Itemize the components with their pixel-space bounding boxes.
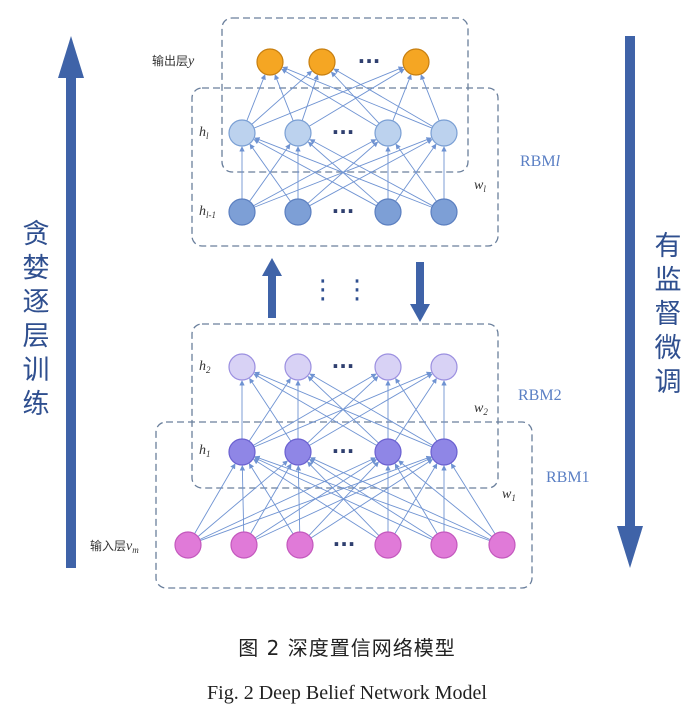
connection-edge (309, 139, 433, 207)
h1-node (374, 438, 402, 466)
connection-edge (251, 70, 313, 125)
h2-node (430, 353, 458, 381)
output-node (402, 48, 430, 76)
h1-label: h1 (199, 443, 211, 459)
connection-edge (249, 377, 292, 442)
hl-node (284, 119, 312, 147)
h1-node (228, 438, 256, 466)
connection-edge (246, 74, 266, 122)
rbml-box (191, 87, 499, 247)
output-node (256, 48, 284, 76)
connection-edge (309, 373, 433, 446)
supervised-finetuning-label: 有监督微调 (654, 231, 682, 398)
connection-edge (395, 143, 437, 202)
h1-node (284, 438, 312, 466)
hl-node (430, 119, 458, 147)
input-layer-label: 输入层vm (90, 538, 139, 555)
output-node (308, 48, 336, 76)
hl-node (228, 119, 256, 147)
connection-edge (254, 371, 433, 448)
connection-edge (199, 457, 377, 540)
connection-edge (253, 459, 378, 539)
rbm1-label: RBM1 (546, 469, 590, 486)
input-ellipsis: ··· (333, 532, 356, 556)
connection-edge (249, 143, 291, 202)
h2-label: h2 (199, 359, 211, 375)
connection-edge (394, 463, 438, 535)
h2-node (284, 353, 312, 381)
input-node (286, 531, 314, 559)
connection-edge (274, 74, 294, 122)
weight-wl: wl (474, 178, 486, 194)
connection-edge (395, 143, 437, 202)
vertical-dots: ⋮ ⋮ (310, 275, 370, 305)
hl-label: hl (199, 125, 209, 141)
connection-edge (194, 463, 236, 534)
input-node (430, 531, 458, 559)
connection-edge (239, 465, 246, 533)
connection-edge (307, 375, 379, 444)
output-layer-label: 输出层y (152, 53, 195, 69)
connection-edge (253, 373, 377, 446)
connection-edge (301, 74, 319, 121)
connection-edge (395, 377, 438, 442)
output-box (221, 17, 469, 173)
connection-edge (282, 66, 433, 129)
connection-edge (254, 137, 433, 208)
rbm-l-label: RBMl (520, 153, 561, 170)
dbn-svg: ⋮ ⋮ ··· ··· ··· ··· ··· ··· 输出层y hl hl-1 h2 h… (58, 17, 643, 589)
dbn-diagram: ⋮ ⋮ ··· ··· ··· ··· ··· ··· 输出层y hl hl-1 h2 h… (58, 17, 643, 589)
connection-edge (450, 463, 496, 535)
connection-edge (253, 139, 377, 207)
middle-up-arrow (262, 258, 282, 318)
connection-edge (420, 74, 440, 122)
hl-node (374, 119, 402, 147)
weight-w1: w1 (502, 487, 516, 503)
h1-ellipsis: ··· (332, 439, 355, 463)
hl1-ellipsis: ··· (332, 199, 355, 223)
output-ellipsis: ··· (358, 49, 381, 73)
connection-edge (398, 460, 493, 538)
rbm1-box (155, 421, 533, 589)
connection-edge (392, 74, 412, 122)
caption-english: Fig. 2 Deep Belief Network Model (207, 682, 487, 704)
hl-ellipsis: ··· (332, 120, 355, 144)
h2-node (228, 353, 256, 381)
connection-edge (295, 465, 302, 533)
hl1-node (374, 198, 402, 226)
h2-ellipsis: ··· (332, 354, 355, 378)
rbm2-box (191, 323, 499, 489)
input-node (488, 531, 516, 559)
weight-w2: w2 (474, 401, 488, 417)
nodes: ··· ··· ··· ··· ··· ··· (174, 48, 516, 559)
h1-node (430, 438, 458, 466)
greedy-layerwise-training-label: 贪婪逐层训练 (22, 219, 50, 420)
hl1-node (284, 198, 312, 226)
connection-edge (330, 71, 380, 124)
h2-node (374, 353, 402, 381)
hl1-node (430, 198, 458, 226)
connection-edge (333, 68, 433, 127)
connection-edge (248, 463, 294, 535)
connection-edge (249, 143, 291, 202)
input-node (374, 531, 402, 559)
up-arrow-left (58, 36, 84, 568)
hl-1-label: hl-1 (199, 204, 216, 220)
connection-edge (253, 457, 433, 540)
connection-edge (394, 377, 437, 442)
rbm2-label: RBM2 (518, 387, 562, 404)
connection-edge (254, 455, 490, 542)
input-node (174, 531, 202, 559)
connection-edge (309, 457, 491, 541)
hl1-node (228, 198, 256, 226)
edges (194, 66, 496, 542)
caption-chinese: 图 2 深度置信网络模型 (238, 636, 456, 660)
connection-edge (248, 377, 291, 442)
down-arrow-right (617, 36, 643, 568)
input-node (230, 531, 258, 559)
connection-edge (281, 68, 378, 127)
middle-down-arrow (410, 262, 430, 322)
